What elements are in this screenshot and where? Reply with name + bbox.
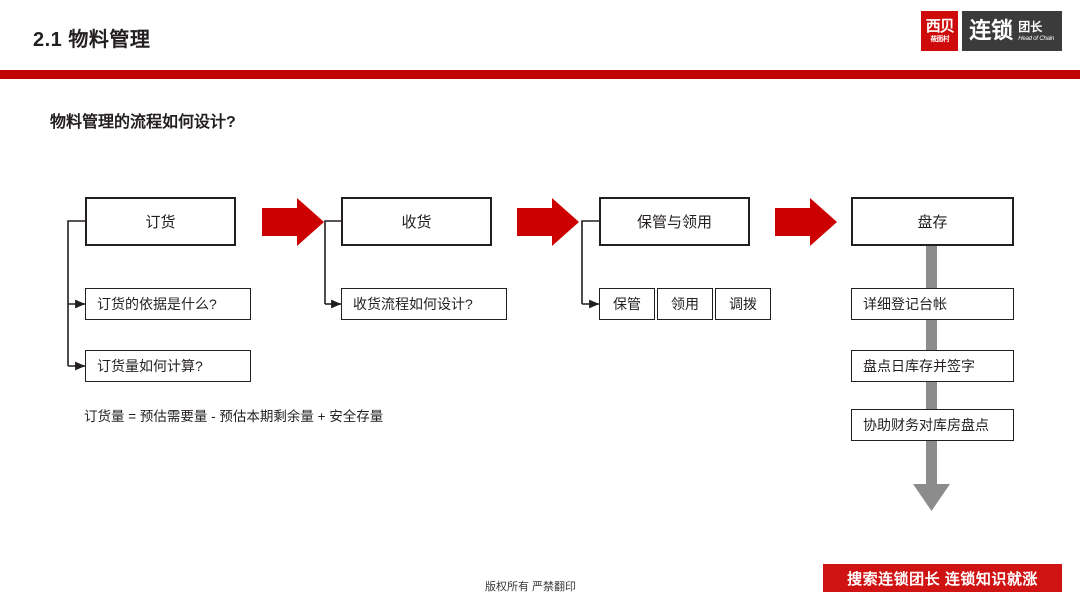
- step-arrow-1: [262, 198, 324, 246]
- order-subitem-basis[interactable]: 订货的依据是什么?: [85, 288, 251, 320]
- chain-logo-en: Head of Chain: [1018, 35, 1054, 42]
- order-quantity-formula: 订货量 = 预估需要量 - 预估本期剩余量 + 安全存量: [84, 409, 384, 424]
- step-arrow-2: [517, 198, 579, 246]
- receive-subitem-process[interactable]: 收货流程如何设计?: [341, 288, 507, 320]
- storage-subitem-transfer[interactable]: 调拨: [715, 288, 771, 320]
- order-connectors: [67, 220, 86, 371]
- header-divider-bar: [0, 70, 1080, 79]
- xibei-logo-bottom: 莜面村: [930, 36, 949, 43]
- chain-logo-sub: 团长: [1018, 19, 1043, 34]
- storage-connectors: [581, 220, 600, 309]
- section-question: 物料管理的流程如何设计?: [50, 114, 236, 131]
- chain-logo-mark: 连锁 团长 Head of Chain: [962, 11, 1062, 51]
- inventory-subitem-finance-audit[interactable]: 协助财务对库房盘点: [851, 409, 1014, 441]
- xibei-logo-top: 西贝: [925, 18, 955, 35]
- brand-logo: 西贝 莜面村 连锁 团长 Head of Chain: [921, 11, 1062, 51]
- chain-logo-main: 连锁: [969, 18, 1014, 43]
- order-subitem-quantity[interactable]: 订货量如何计算?: [85, 350, 251, 382]
- promo-banner: 搜索连锁团长 连锁知识就涨: [823, 564, 1062, 592]
- step-box-order[interactable]: 订货: [85, 197, 236, 246]
- step-box-receive[interactable]: 收货: [341, 197, 492, 246]
- receive-connectors: [324, 220, 342, 309]
- inventory-subitem-daily-count[interactable]: 盘点日库存并签字: [851, 350, 1014, 382]
- storage-subitem-keep[interactable]: 保管: [599, 288, 655, 320]
- chain-logo-stack: 团长 Head of Chain: [1018, 21, 1054, 42]
- step-arrow-3: [775, 198, 837, 246]
- storage-subitem-issue[interactable]: 领用: [657, 288, 713, 320]
- copyright-text: 版权所有 严禁翻印: [485, 581, 577, 593]
- xibei-logo-mark: 西贝 莜面村: [921, 11, 959, 51]
- page-title: 2.1 物料管理: [33, 29, 151, 51]
- step-box-inventory[interactable]: 盘存: [851, 197, 1014, 246]
- step-box-storage[interactable]: 保管与领用: [599, 197, 750, 246]
- inventory-subitem-ledger[interactable]: 详细登记台帐: [851, 288, 1014, 320]
- slide-header: 2.1 物料管理 西贝 莜面村 连锁 团长 Head of Chain: [0, 0, 1080, 70]
